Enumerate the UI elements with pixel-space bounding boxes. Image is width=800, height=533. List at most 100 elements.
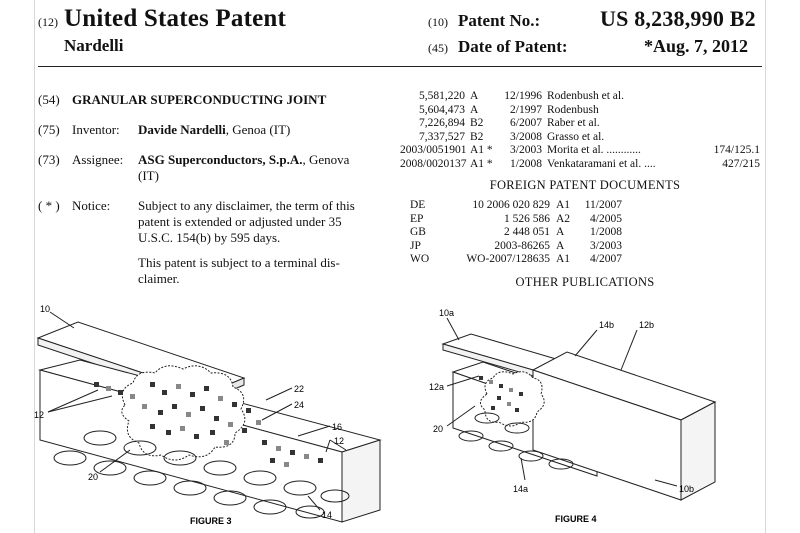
- us-ref-class: 427/215: [722, 157, 760, 170]
- inventor-location: , Genoa (IT): [225, 122, 291, 137]
- fig3-hole: [253, 499, 287, 515]
- us-ref-name: Grasso et al.: [547, 130, 605, 143]
- foreign-ref-number: 2 448 051: [504, 226, 550, 238]
- foreign-ref-number: 10 2006 020 829: [472, 199, 550, 211]
- fig3-label: 20: [88, 472, 98, 482]
- foreign-ref-country: GB: [410, 226, 426, 238]
- foreign-ref-country: DE: [410, 199, 426, 211]
- fig3-hole: [83, 430, 117, 446]
- foreign-ref-number: WO-2007/128635: [466, 253, 550, 265]
- assignee-location: , Genova: [302, 152, 350, 167]
- fig4-label: 12b: [639, 320, 654, 330]
- us-ref-number: 7,226,894: [419, 117, 465, 129]
- us-ref-number: 5,581,220: [419, 90, 465, 102]
- foreign-ref-country: JP: [410, 239, 421, 252]
- fig3-hole: [203, 460, 237, 476]
- foreign-ref-date: 11/2007: [584, 199, 622, 211]
- us-ref-kind: B2: [470, 117, 484, 129]
- assignee-line: ASG Superconductors, S.p.A., Genova: [138, 152, 349, 168]
- fig3-granular-cloud: [121, 365, 246, 461]
- fig3-block-side: [341, 439, 381, 523]
- patent-number: US 8,238,990 B2: [600, 6, 756, 31]
- code-10: (10): [428, 15, 448, 29]
- fig4-label: 10a: [439, 308, 454, 318]
- fig3-hole: [133, 470, 167, 486]
- foreign-ref-kind: A1: [556, 199, 571, 211]
- fig4-label: 14b: [599, 320, 614, 330]
- us-ref-date: 1/2008: [510, 157, 542, 170]
- fig3-hole: [173, 480, 207, 496]
- us-ref-kind: B2: [470, 130, 484, 143]
- us-ref-kind: A1 *: [470, 144, 493, 156]
- foreign-ref-number: 1 526 586: [504, 212, 550, 225]
- foreign-ref-date: 1/2008: [590, 226, 622, 238]
- fig3-hole: [123, 440, 157, 456]
- fig4-label: 14a: [513, 484, 528, 494]
- foreign-ref-kind: A1: [556, 253, 571, 265]
- notice-line-1: Subject to any disclaimer, the term of t…: [138, 198, 355, 213]
- us-ref-date: 3/2008: [510, 130, 542, 143]
- terminal-line-1: This patent is subject to a terminal dis…: [138, 255, 340, 270]
- fig4-right-side: [680, 401, 716, 501]
- field-54-code: (54): [38, 92, 60, 107]
- figure-4-drawing: 10a 14b 12b 12a 20 14a 10b FIGURE 4: [429, 308, 717, 524]
- code-45: (45): [428, 41, 448, 55]
- fig3-label: 16: [332, 422, 342, 432]
- header-rule: [38, 66, 762, 67]
- foreign-ref-date: 4/2005: [590, 212, 622, 225]
- us-ref-class: 174/125.1: [713, 144, 760, 156]
- page-edge-left: [34, 0, 35, 533]
- fig4-label: 20: [433, 424, 443, 434]
- fig4-label: 12a: [429, 382, 444, 392]
- us-ref-date: 2/1997: [510, 103, 542, 116]
- us-ref-kind: A: [470, 90, 479, 102]
- fig3-label: 10: [40, 304, 50, 314]
- foreign-ref-kind: A: [556, 226, 565, 238]
- fig3-label: 12: [334, 436, 344, 446]
- us-ref-date: 3/2003: [510, 144, 542, 156]
- figure-3-caption: FIGURE 3: [190, 516, 232, 526]
- foreign-ref-number: 2003-86265: [494, 239, 550, 252]
- foreign-ref-country: WO: [410, 253, 430, 265]
- field-73-code: (73): [38, 152, 60, 167]
- fig3-hole: [295, 505, 325, 519]
- foreign-ref-date: 3/2003: [590, 239, 622, 252]
- us-ref-name: Venkataramani et al. ....: [547, 157, 656, 170]
- foreign-docs-heading: FOREIGN PATENT DOCUMENTS: [489, 178, 681, 192]
- fig3-hole: [283, 480, 317, 496]
- fig3-label: 14: [322, 510, 332, 520]
- foreign-ref-date: 4/2007: [590, 253, 622, 265]
- figure-4-caption: FIGURE 4: [555, 514, 597, 524]
- field-75-code: (75): [38, 122, 60, 137]
- us-ref-number: 2003/0051901: [400, 144, 467, 156]
- notice-line-2: patent is extended or adjusted under 35: [138, 214, 342, 229]
- fig4-label: 10b: [679, 484, 694, 494]
- foreign-ref-kind: A2: [556, 212, 571, 225]
- assignee-name: ASG Superconductors, S.p.A.: [138, 152, 303, 167]
- us-ref-number: 5,604,473: [419, 103, 465, 116]
- fig3-label: 24: [294, 400, 304, 410]
- us-ref-name: Morita et al. ............: [547, 144, 641, 156]
- patent-no-label: Patent No.:: [458, 11, 541, 30]
- fig3-hole: [243, 470, 277, 486]
- inventor-line: Davide Nardelli, Genoa (IT): [138, 122, 290, 138]
- other-publications-heading: OTHER PUBLICATIONS: [515, 275, 655, 289]
- code-12: (12): [38, 15, 58, 29]
- page-edge-right: [765, 0, 766, 533]
- inventor-name: Davide Nardelli: [138, 122, 226, 137]
- figure-3-drawing: 10 12 20 22 24 16 12 14 FIGURE 3: [34, 304, 382, 526]
- fig3-hole: [320, 489, 350, 503]
- patent-title: United States Patent: [64, 5, 287, 32]
- notice-line-3: U.S.C. 154(b) by 595 days.: [138, 230, 281, 245]
- us-ref-number: 2008/0020137: [400, 157, 467, 170]
- notice-label: Notice:: [72, 198, 111, 213]
- us-ref-name: Raber et al.: [547, 117, 600, 129]
- fig3-particles: [94, 382, 323, 467]
- fig3-label: 12: [34, 410, 44, 420]
- fig3-hole: [213, 490, 247, 506]
- us-ref-name: Rodenbush: [547, 103, 599, 116]
- us-ref-kind: A1 *: [470, 157, 493, 170]
- assignee-label: Assignee:: [72, 152, 124, 167]
- fig3-hole: [93, 460, 127, 476]
